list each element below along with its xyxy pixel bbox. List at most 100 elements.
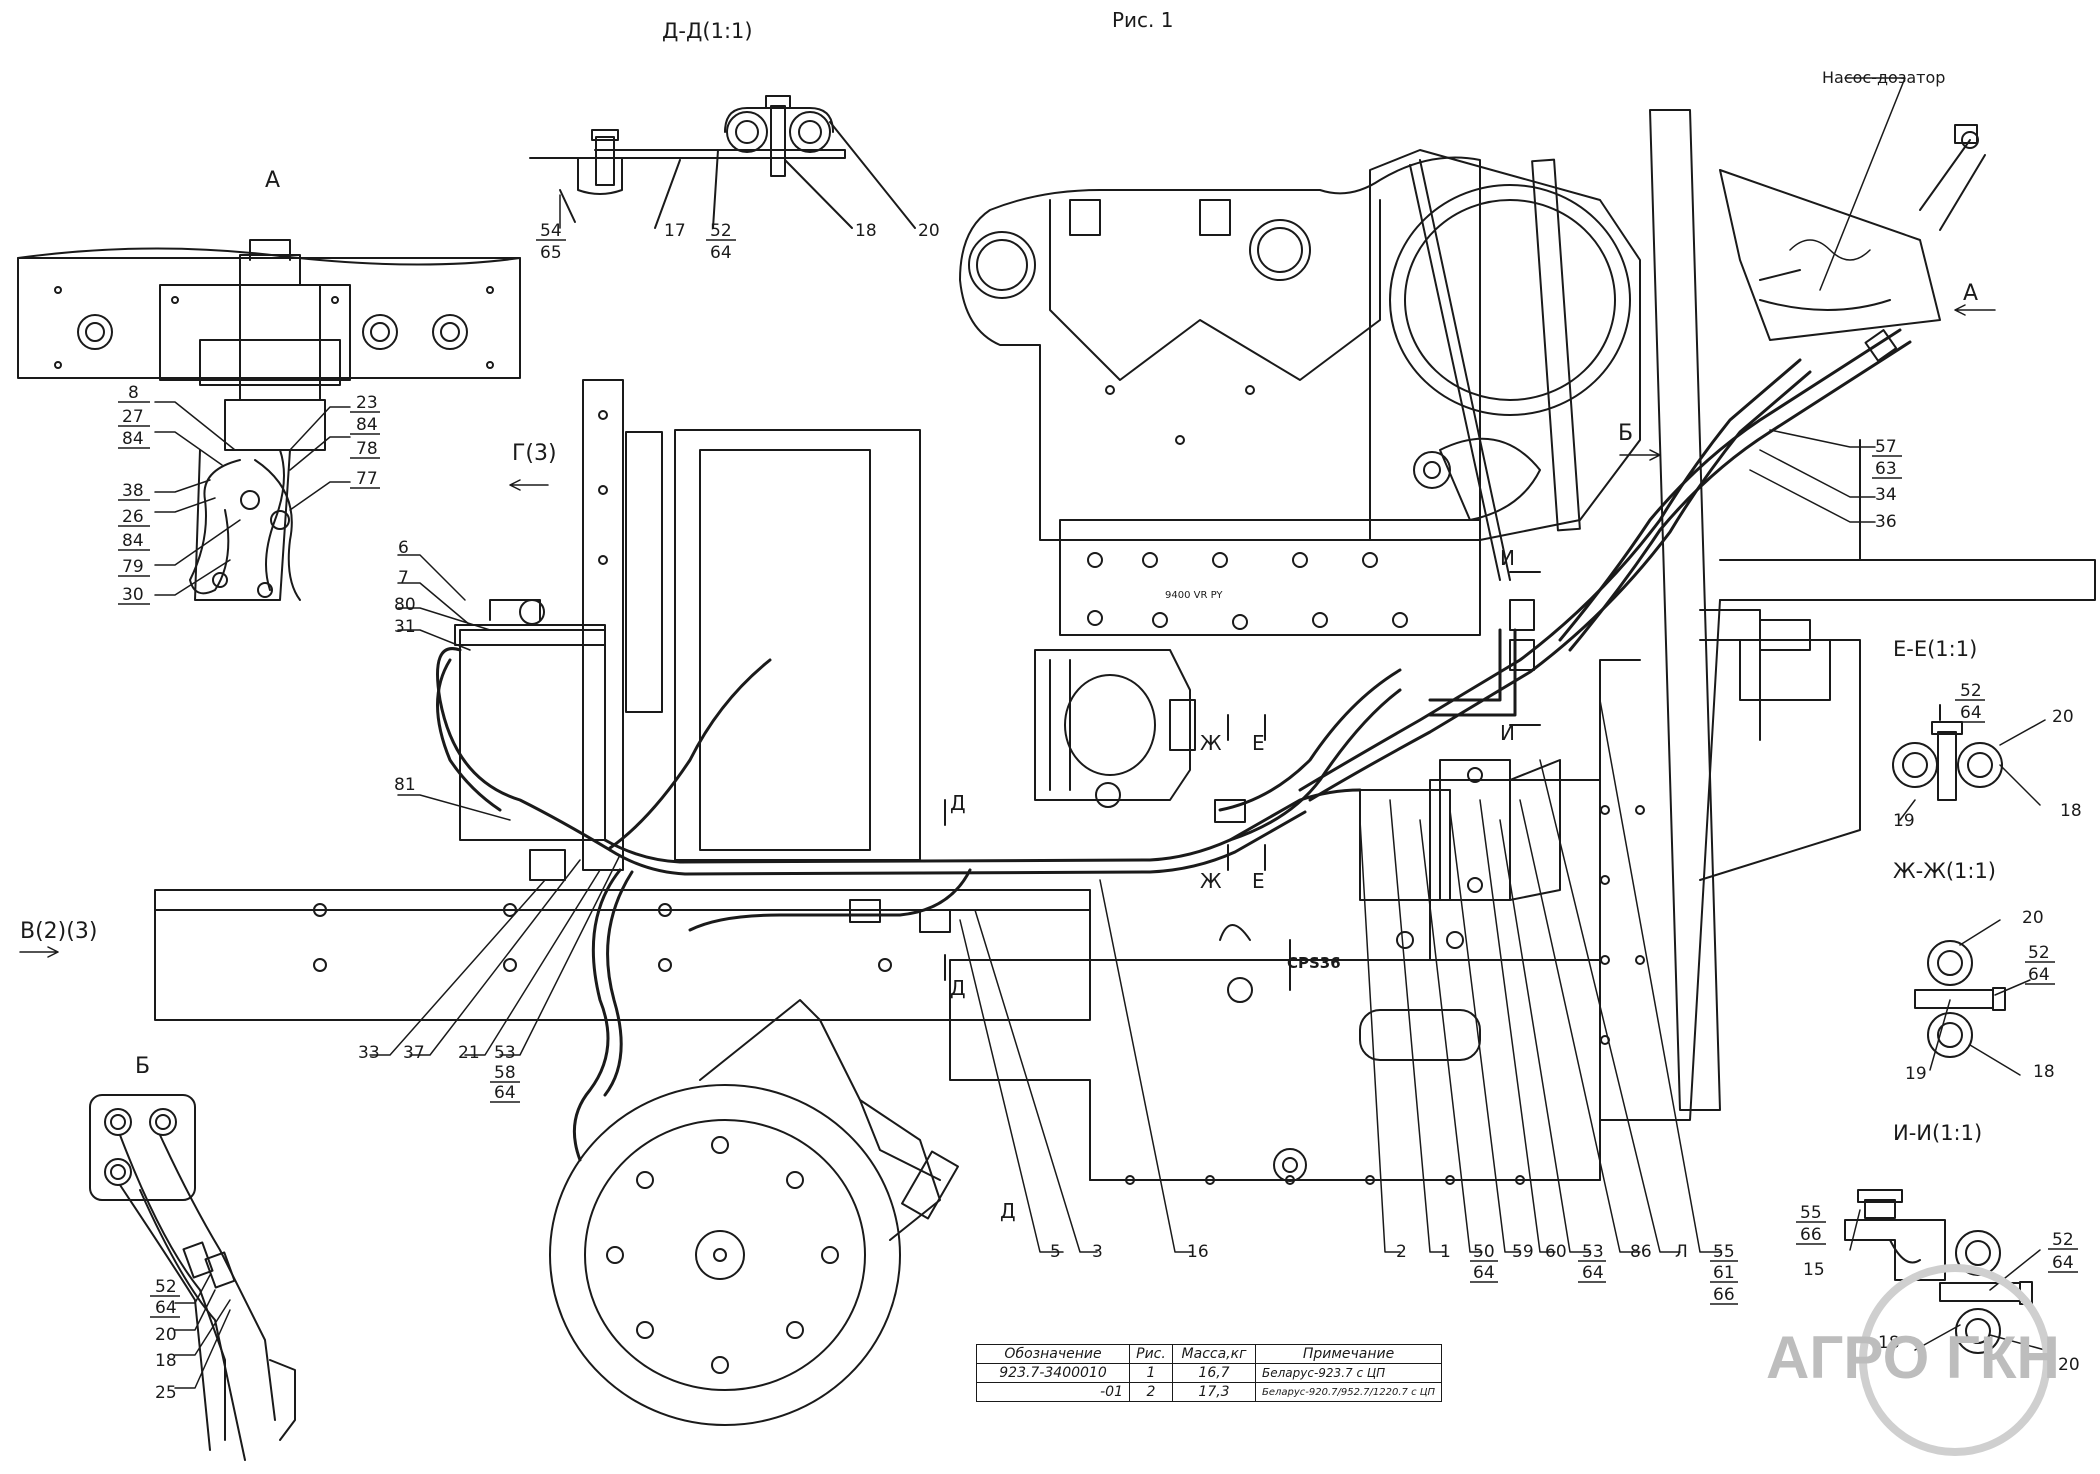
callout: 20 <box>2022 908 2044 928</box>
callout: 54 <box>540 221 562 241</box>
section-mark-e2: Е <box>1252 869 1265 893</box>
view-zhzh-title: Ж-Ж(1:1) <box>1893 859 1996 883</box>
callout: 64 <box>710 243 732 263</box>
callout: 17 <box>664 221 686 241</box>
table-row: -01 2 17,3 Беларус-920.7/952.7/1220.7 с … <box>976 1382 1443 1402</box>
callout: 64 <box>494 1083 516 1103</box>
callout: 79 <box>122 557 144 577</box>
hydraulic-lines <box>436 328 1912 1162</box>
cell-figure: 2 <box>1129 1382 1173 1402</box>
callout: 52 <box>2052 1230 2074 1250</box>
ref-g3: Г(3) <box>512 441 557 466</box>
callout: 38 <box>122 481 144 501</box>
transmission-housing <box>549 999 959 1426</box>
callout: 34 <box>1875 485 1897 505</box>
section-mark-i1: И <box>1500 546 1515 570</box>
section-mark-d3: Д <box>1000 1199 1016 1223</box>
callout: 20 <box>2052 707 2074 727</box>
callout: 64 <box>1473 1263 1495 1283</box>
oil-sump <box>949 779 1601 1185</box>
callout: 18 <box>2033 1062 2055 1082</box>
table-header-row: Обозначение Рис. Масса,кг Примечание <box>976 1344 1443 1364</box>
callout: 3 <box>1092 1242 1103 1262</box>
cell-note: Беларус-923.7 с ЦП <box>1254 1363 1443 1383</box>
view-ii-section <box>1844 1189 2033 1354</box>
section-mark-e1: Е <box>1252 731 1265 755</box>
engine-mark: 9400 VR PY <box>1165 590 1223 601</box>
watermark-text: АГРО ГКН <box>1766 1324 2060 1391</box>
callout: 55 <box>1800 1203 1822 1223</box>
callout: 80 <box>394 595 416 615</box>
callout: 27 <box>122 407 144 427</box>
callout: 18 <box>155 1351 177 1371</box>
callout: 36 <box>1875 512 1897 532</box>
col-mass: Масса,кг <box>1172 1344 1256 1364</box>
callout: 18 <box>2060 801 2082 821</box>
callout: 30 <box>122 585 144 605</box>
callout: 84 <box>122 429 144 449</box>
callout-underlines <box>118 239 2078 1318</box>
cell-note: Беларус-920.7/952.7/1220.7 с ЦП <box>1254 1382 1443 1402</box>
section-mark-d1: Д <box>950 791 966 815</box>
view-ee-section <box>1892 704 2003 801</box>
view-zhzh-section <box>1914 940 2006 1058</box>
callout: 20 <box>155 1325 177 1345</box>
cell-designation: 923.7-3400010 <box>976 1363 1130 1383</box>
callout: 52 <box>2028 943 2050 963</box>
col-note: Примечание <box>1254 1344 1443 1364</box>
callout: 58 <box>494 1063 516 1083</box>
callout-leaders <box>154 77 2046 1389</box>
view-a-detail <box>17 239 521 601</box>
callout: 66 <box>1713 1285 1735 1305</box>
callout: 53 <box>494 1043 516 1063</box>
callout: 31 <box>394 617 416 637</box>
callout: 77 <box>356 469 378 489</box>
col-designation: Обозначение <box>976 1344 1130 1364</box>
callout: 86 <box>1630 1242 1652 1262</box>
col-figure: Рис. <box>1129 1344 1173 1364</box>
callout: 65 <box>540 243 562 263</box>
callout: 53 <box>1582 1242 1604 1262</box>
parts-table: Обозначение Рис. Масса,кг Примечание 923… <box>976 1344 1443 1402</box>
callout: 55 <box>1713 1242 1735 1262</box>
callout: 78 <box>356 439 378 459</box>
callout: 33 <box>358 1043 380 1063</box>
callout: 18 <box>1878 1333 1900 1353</box>
callout: 20 <box>918 221 940 241</box>
callout: 15 <box>1803 1260 1825 1280</box>
callout: 63 <box>1875 459 1897 479</box>
callout: 2 <box>1396 1242 1407 1262</box>
callout: 84 <box>356 415 378 435</box>
callout: 19 <box>1893 811 1915 831</box>
pump-label: Насос-дозатор <box>1822 68 1945 87</box>
callout: 60 <box>1545 1242 1567 1262</box>
view-dd-section <box>529 95 916 229</box>
callout: 37 <box>403 1043 425 1063</box>
radiator-and-tank <box>454 379 921 881</box>
callout: 81 <box>394 775 416 795</box>
view-b-detail <box>89 1094 296 1461</box>
ref-a-arrow: А <box>1963 281 1978 306</box>
cell-designation: -01 <box>976 1382 1130 1402</box>
callout: 64 <box>1582 1263 1604 1283</box>
bell-housing <box>1369 149 1641 581</box>
section-mark-i2: И <box>1500 721 1515 745</box>
decal-text: CPS36 <box>1287 954 1341 972</box>
cab-frame <box>1599 109 2096 1121</box>
callout: 64 <box>2028 965 2050 985</box>
ref-v23: В(2)(3) <box>20 919 97 944</box>
figure-title: Рис. 1 <box>1112 8 1174 32</box>
callout: 21 <box>458 1043 480 1063</box>
ref-b-arrow: Б <box>1618 421 1633 446</box>
callout: 25 <box>155 1383 177 1403</box>
callout: 52 <box>155 1277 177 1297</box>
cell-mass: 16,7 <box>1172 1363 1256 1383</box>
section-cut-marks <box>944 571 1541 981</box>
callout: 16 <box>1187 1242 1209 1262</box>
engine-block <box>959 156 1481 636</box>
callout: 5 <box>1050 1242 1061 1262</box>
callout: 19 <box>1905 1064 1927 1084</box>
callout: 66 <box>1800 1225 1822 1245</box>
view-dd-title: Д-Д(1:1) <box>662 19 753 43</box>
